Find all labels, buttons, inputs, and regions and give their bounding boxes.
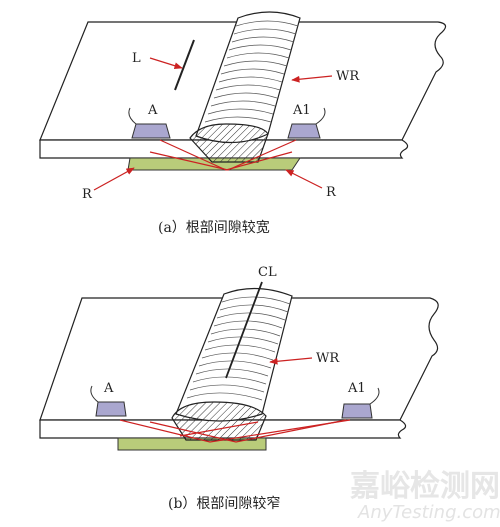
beam-from-a1-b	[149, 419, 347, 443]
centerline-cl	[225, 281, 263, 379]
weld-cross-section-a	[189, 123, 269, 163]
beam-cross-b	[179, 421, 259, 437]
beam-from-a1	[149, 139, 297, 171]
label-r-right: R	[326, 185, 337, 200]
weld-cross-section-b	[171, 401, 267, 441]
label-probe-a-b: A	[103, 381, 114, 396]
label-cl: CL	[258, 265, 277, 280]
watermark-title: 嘉峪检测网	[350, 469, 500, 504]
watermark: 嘉峪检测网 AnyTesting.com	[350, 469, 500, 523]
label-probe-a1-b: A1	[347, 381, 366, 396]
cable-a1	[315, 107, 326, 125]
watermark-site: AnyTesting.com	[357, 502, 500, 523]
caption-a: (a）根部间隙较宽	[158, 219, 270, 236]
weld-bead-ripples-a	[204, 20, 299, 123]
label-probe-a: A	[147, 103, 158, 118]
probe-a	[131, 123, 171, 139]
arrow-to-r-right	[285, 169, 323, 189]
cable-a	[128, 107, 137, 125]
probe-a1	[287, 123, 321, 139]
defect-line-l	[174, 39, 195, 91]
beam-from-a-b	[119, 419, 351, 443]
arrow-to-r-left	[93, 167, 135, 191]
caption-b: (b）根部间隙较窄	[168, 495, 280, 512]
figure-a: L WR A A1 R R (a）根部间隙较宽	[39, 11, 447, 236]
label-probe-a1: A1	[292, 103, 311, 118]
probe-a-b	[95, 401, 127, 417]
label-wr-b: WR	[316, 351, 340, 366]
cable-a-b	[90, 385, 99, 403]
label-wr-a: WR	[336, 69, 360, 84]
label-r-left: R	[82, 187, 93, 202]
figure-b: CL WR A A1 (b）根部间隙较窄	[39, 265, 439, 512]
cable-a1-b	[369, 387, 380, 405]
label-l: L	[132, 51, 141, 66]
arrow-to-wr-a	[291, 75, 333, 83]
arrow-to-l	[149, 57, 183, 69]
arrow-to-wr-b	[269, 357, 313, 365]
probe-a1-b	[341, 403, 373, 419]
